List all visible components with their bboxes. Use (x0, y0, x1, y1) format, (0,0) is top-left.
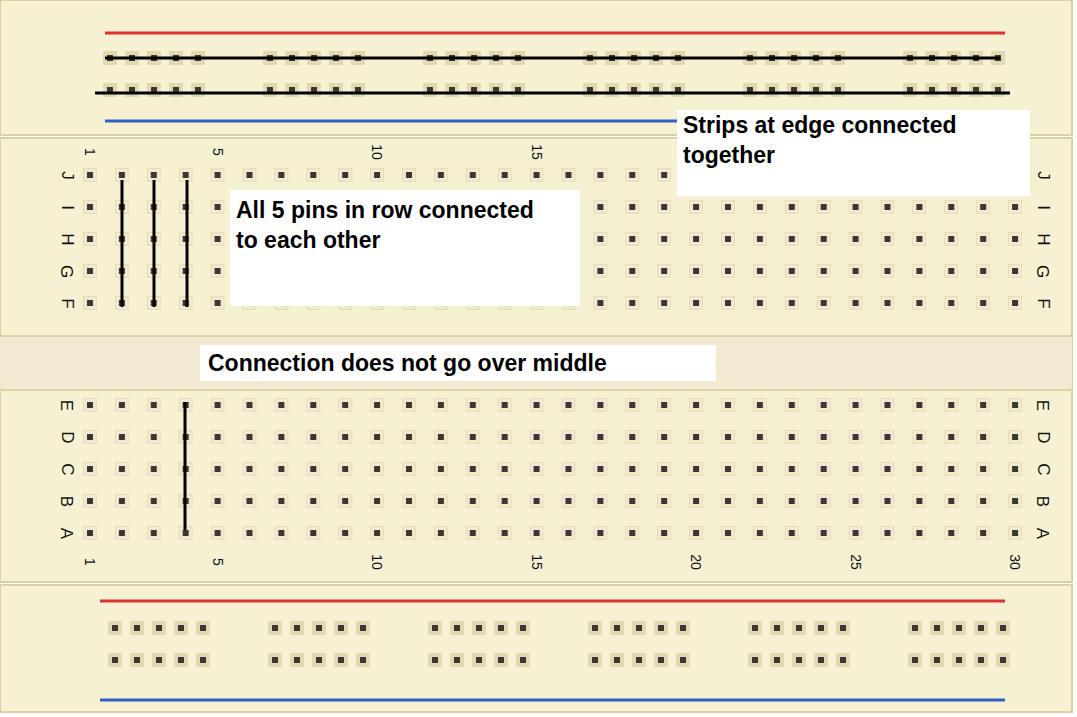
row-letter: E (59, 399, 76, 410)
row-letter: H (59, 233, 76, 245)
callout-box: All 5 pins in row connected to each othe… (230, 190, 580, 306)
row-letter: D (59, 431, 76, 443)
column-number: 10 (370, 554, 384, 570)
column-number: 30 (1008, 554, 1022, 570)
row-letter: A (1035, 527, 1052, 538)
row-letter: G (1034, 264, 1051, 277)
row-letter: F (58, 298, 75, 308)
callout-box: Strips at edge connected together (677, 110, 1030, 196)
row-letter: B (1035, 495, 1052, 506)
column-number: 15 (530, 554, 544, 570)
callout-text: Connection does not go over middle (208, 348, 708, 378)
row-letter: J (59, 171, 76, 180)
callout-text: All 5 pins in row connected to each othe… (236, 195, 550, 255)
row-letter: I (58, 205, 75, 210)
column-number: 5 (211, 148, 225, 156)
callout-box: Connection does not go over middle (200, 345, 716, 381)
column-number: 25 (849, 554, 863, 570)
row-letter: G (58, 264, 75, 277)
column-number: 15 (530, 144, 544, 160)
column-number: 10 (370, 144, 384, 160)
row-letter: F (1034, 298, 1051, 308)
row-letter: C (59, 463, 76, 475)
row-letter: A (59, 527, 76, 538)
row-letter: J (1035, 171, 1052, 180)
row-letter: D (1035, 431, 1052, 443)
column-number: 20 (689, 554, 703, 570)
row-letter: I (1034, 205, 1051, 210)
row-letter: H (1035, 233, 1052, 245)
callout-text: Strips at edge connected together (683, 110, 1022, 170)
column-number: 1 (83, 148, 97, 156)
column-number: 5 (211, 558, 225, 566)
row-letter: E (1035, 399, 1052, 410)
column-number: 1 (83, 558, 97, 566)
row-letter: B (59, 495, 76, 506)
row-letter: C (1035, 463, 1052, 475)
